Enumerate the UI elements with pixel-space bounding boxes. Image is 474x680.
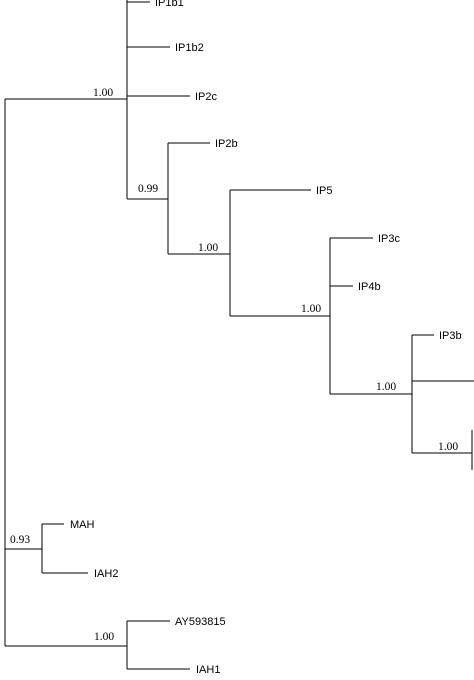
leaf-label-iah1: IAH1: [196, 664, 220, 676]
leaf-labels: IP1b1 IP1b2 IP2c IP2b IP5 IP3c IP4b IP3b…: [70, 0, 462, 676]
leaf-label-ay593815: AY593815: [175, 616, 226, 628]
support-value-mah-clade: 0.93: [10, 534, 30, 546]
leaf-label-ip1b2: IP1b2: [175, 42, 204, 54]
support-value-ay-clade: 1.00: [94, 631, 114, 643]
support-value-ip3c-clade: 1.00: [301, 303, 321, 315]
leaf-label-iah2: IAH2: [94, 568, 118, 580]
leaf-label-ip2b: IP2b: [215, 138, 238, 150]
support-value-ip3b-inner: 1.00: [438, 441, 458, 453]
leaf-label-ip5: IP5: [316, 185, 333, 197]
leaf-label-mah: MAH: [70, 519, 95, 531]
leaf-label-ip2c: IP2c: [195, 91, 218, 103]
leaf-label-ip4b: IP4b: [358, 281, 381, 293]
leaf-label-ip3b: IP3b: [439, 330, 462, 342]
support-value-ip3b-clade: 1.00: [376, 381, 396, 393]
support-value-ip5-clade: 1.00: [198, 242, 218, 254]
support-values: 1.00 0.99 1.00 1.00 1.00 1.00 0.93 1.00: [10, 87, 458, 643]
tree-branches: [4, 0, 474, 670]
leaf-label-ip3c: IP3c: [378, 233, 401, 245]
support-value-ip-clade: 1.00: [93, 87, 113, 99]
leaf-label-ip1b1: IP1b1: [155, 0, 184, 9]
support-value-ip2b-clade: 0.99: [138, 183, 158, 195]
